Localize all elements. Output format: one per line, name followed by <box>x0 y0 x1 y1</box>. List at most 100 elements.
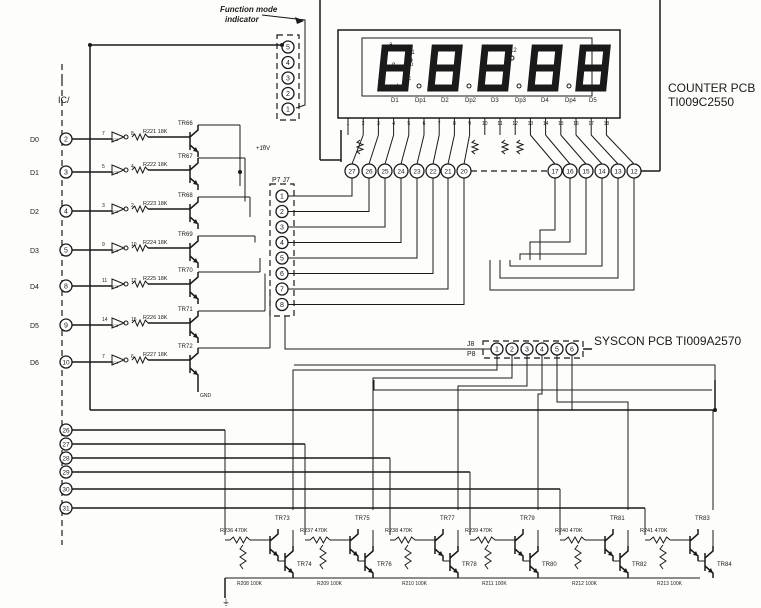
transistor-label-TR67: TR67 <box>178 154 193 160</box>
ic-input-pin-9-label: 9 <box>64 323 68 330</box>
top-pin-10: 10 <box>482 121 488 127</box>
ic-input-pin-5 <box>59 243 73 257</box>
counter-connector-pin-21-label: 21 <box>444 169 452 176</box>
top-pin-18: 18 <box>604 121 610 127</box>
wire <box>432 134 440 165</box>
driver-t2-label-3: TR78 <box>462 562 477 568</box>
ic-label: IC/ <box>58 95 70 105</box>
driver-transistor-TR79 <box>514 529 524 561</box>
j8-pin-1 <box>490 342 504 356</box>
digit-label-1: D1 <box>391 98 399 104</box>
counter-connector-pin-20 <box>456 163 472 179</box>
driver-res2-4 <box>484 544 492 570</box>
function-mode-pin-2 <box>281 86 295 101</box>
ic-input-pin-2-label: 2 <box>64 137 68 144</box>
vcc-label: +10V <box>256 146 270 152</box>
j8-pin-4 <box>535 342 549 356</box>
p7-pin-4 <box>275 235 289 250</box>
inverter-bubble <box>123 206 129 212</box>
top-pin-14: 14 <box>543 121 549 127</box>
syscon-pcb-label: SYSCON PCB TI009A2570 <box>594 334 742 348</box>
function-mode-label-2: indicator <box>225 15 260 24</box>
wire <box>288 178 465 305</box>
wire <box>509 178 603 267</box>
wire <box>288 178 402 243</box>
j8-pin-1-label: 1 <box>495 347 499 354</box>
decimal-point-3 <box>516 83 522 89</box>
gate-out-pin: 2 <box>131 203 134 209</box>
decimal-point-4 <box>566 83 572 89</box>
driver-res1-label-4: R239 470K <box>465 528 493 534</box>
top-pin-3: 3 <box>377 121 380 127</box>
transistor-label-TR66: TR66 <box>178 121 193 127</box>
counter-connector-pin-15-label: 15 <box>582 169 590 176</box>
p7-pin-4-label: 4 <box>280 240 284 247</box>
wire <box>463 134 471 165</box>
driver-transistor-TR78 <box>449 546 459 578</box>
resistor-label-R221 18K: R221 18K <box>143 129 168 135</box>
signal-label-D1: D1 <box>30 170 39 177</box>
counter-connector-pin-26 <box>361 163 377 179</box>
driver-res2-1 <box>239 544 247 570</box>
counter-connector-pin-13 <box>610 163 626 179</box>
resistor-R223 18K <box>131 204 149 214</box>
inverter-bubble <box>123 320 129 326</box>
wire <box>556 355 629 510</box>
gate-ic-label: IC4 <box>112 360 119 365</box>
wire <box>457 355 528 510</box>
top-pin-5: 5 <box>407 121 410 127</box>
function-mode-pin-2-label: 2 <box>286 91 290 98</box>
wire <box>539 178 556 260</box>
signal-label-D2: D2 <box>30 209 39 216</box>
driver-res1-label-2: R237 470K <box>300 528 328 534</box>
driver-transistor-TR82 <box>619 546 629 578</box>
counter-connector-pin-26-label: 26 <box>365 169 373 176</box>
wire <box>560 134 587 165</box>
wire <box>288 178 449 290</box>
resistor-R222 18K <box>131 165 149 175</box>
segment-input-pin-27 <box>59 437 73 451</box>
inverter-TR71 <box>111 317 126 329</box>
vcc-node-icon: ○ <box>262 144 266 150</box>
function-mode-pin-3 <box>281 71 295 85</box>
signal-label-D3: D3 <box>30 248 39 255</box>
driver-t2-label-4: TR80 <box>542 562 557 568</box>
wire <box>89 44 282 410</box>
top-pin-1: 1 <box>347 121 350 127</box>
gate-ic-label: IC3 <box>112 170 119 175</box>
gate-in-pin: 7 <box>102 354 105 360</box>
driver-t2-label-1: TR74 <box>297 562 312 568</box>
ic-input-pin-10-label: 10 <box>62 360 70 367</box>
driver-res2-2 <box>319 544 327 570</box>
pullup-resistor <box>515 139 525 155</box>
seg-a-label: a <box>389 42 393 48</box>
inverter-bubble <box>123 357 129 363</box>
transistor-label-TR69: TR69 <box>178 232 193 238</box>
top-pin-9: 9 <box>468 121 471 127</box>
resistor-R227 18K <box>131 355 149 365</box>
gate-in-pin: 14 <box>102 317 108 323</box>
wire <box>288 178 370 212</box>
driver-t1-label-6: TR83 <box>695 516 710 522</box>
seg-d-label: d <box>395 84 398 90</box>
segment-input-pin-28 <box>59 451 73 465</box>
driver-transistor-TR75 <box>349 529 359 561</box>
driver-res2-5 <box>574 544 582 570</box>
signal-label-D4: D4 <box>30 284 39 291</box>
counter-pcb-code: TI009C2550 <box>668 95 734 109</box>
wire <box>288 178 434 274</box>
function-mode-pin-4 <box>281 55 295 70</box>
p7-pin-1-label: 1 <box>280 194 284 201</box>
gate-ic-label: IC3 <box>112 248 119 253</box>
function-mode-pin-5-label: 5 <box>286 45 290 52</box>
transistor-TR66 <box>189 125 199 157</box>
gate-in-pin: 3 <box>102 203 105 209</box>
p7-pin-3 <box>275 220 289 234</box>
signal-label-D0: D0 <box>30 137 39 144</box>
inverter-TR70 <box>111 278 126 290</box>
driver-res1-6 <box>649 535 671 545</box>
gate-out-pin: 6 <box>131 354 134 360</box>
counter-connector-pin-16-label: 16 <box>566 169 574 176</box>
